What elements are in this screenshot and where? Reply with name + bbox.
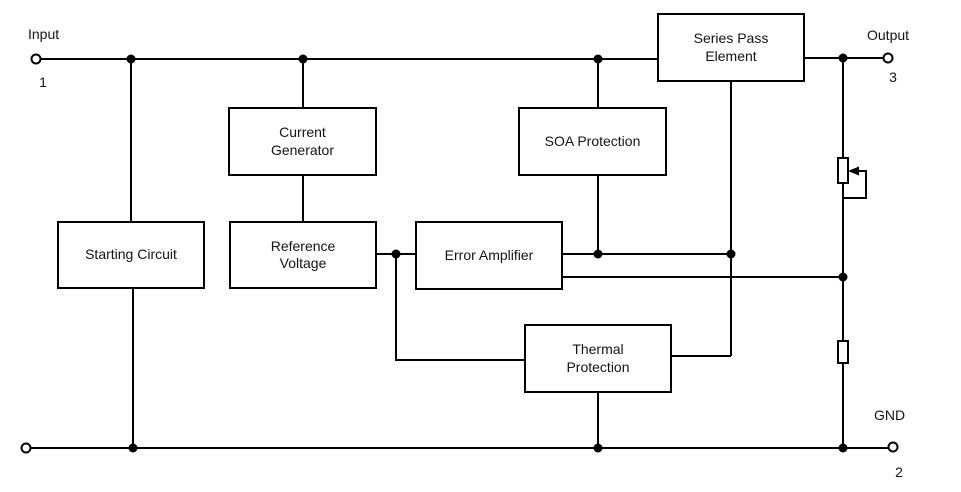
junction-dot bbox=[298, 54, 308, 64]
gnd-pin-number: 2 bbox=[895, 464, 903, 480]
gnd-terminal-node bbox=[887, 441, 899, 453]
output-terminal-label: Output bbox=[867, 27, 910, 43]
wire-potentiometer-wiper-link bbox=[843, 170, 867, 199]
resistor-symbol bbox=[837, 340, 849, 364]
wire-reference-node-to-thermal bbox=[395, 254, 524, 361]
input-terminal-node bbox=[30, 53, 42, 65]
block-label: Thermal Protection bbox=[566, 341, 630, 375]
junction-dot bbox=[593, 54, 603, 64]
junction-dot bbox=[838, 443, 848, 453]
input-pin-number: 1 bbox=[39, 74, 47, 90]
junction-dot bbox=[838, 53, 848, 63]
potentiometer-wiper-arrow-icon bbox=[848, 166, 859, 176]
block-label: Error Amplifier bbox=[444, 246, 534, 263]
block-label: Series Pass Element bbox=[693, 30, 769, 64]
junction-dot bbox=[593, 249, 603, 259]
bottom-left-terminal-node bbox=[20, 442, 32, 454]
potentiometer-symbol bbox=[837, 157, 849, 184]
block-error-amplifier: Error Amplifier bbox=[415, 221, 563, 290]
block-current-generator: Current Generator bbox=[228, 107, 377, 176]
block-soa-protection: SOA Protection bbox=[518, 107, 667, 176]
block-series-pass-element: Series Pass Element bbox=[657, 13, 805, 82]
junction-dot bbox=[391, 249, 401, 259]
output-terminal-node bbox=[882, 52, 894, 64]
block-label: Starting Circuit bbox=[85, 246, 177, 263]
block-label: Reference Voltage bbox=[270, 237, 336, 271]
input-terminal-label: Input bbox=[28, 26, 60, 42]
block-thermal-protection: Thermal Protection bbox=[524, 324, 672, 393]
junction-dot bbox=[128, 443, 138, 453]
junction-dot bbox=[593, 443, 603, 453]
block-starting-circuit: Starting Circuit bbox=[57, 221, 205, 289]
block-label: SOA Protection bbox=[544, 132, 641, 149]
gnd-terminal-label: GND bbox=[874, 407, 906, 423]
junction-dot bbox=[126, 54, 136, 64]
junction-dots bbox=[126, 53, 848, 453]
junction-dot bbox=[838, 272, 848, 282]
block-label: Current Generator bbox=[270, 124, 335, 158]
output-pin-number: 3 bbox=[889, 69, 897, 85]
block-reference-voltage: Reference Voltage bbox=[229, 221, 377, 289]
junction-dot bbox=[726, 249, 736, 259]
